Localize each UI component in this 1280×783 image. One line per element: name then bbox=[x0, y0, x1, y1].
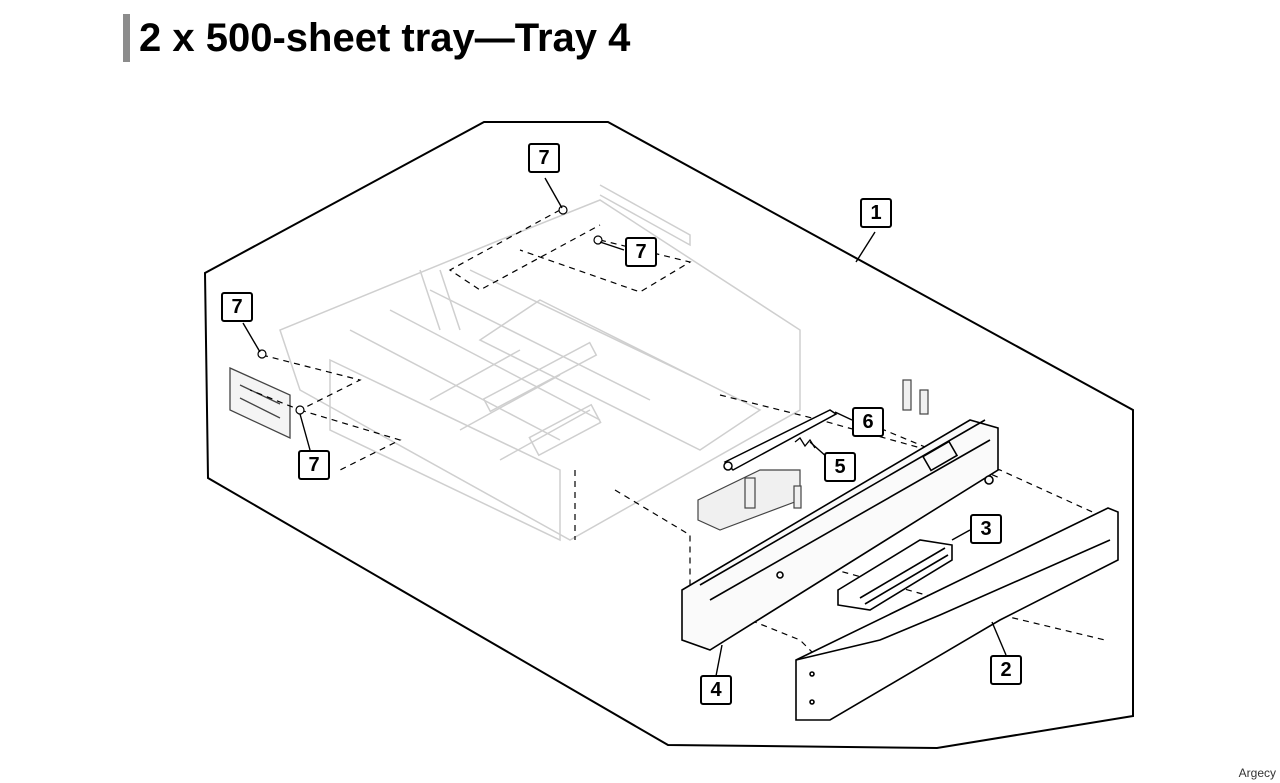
callout-7-left: 7 bbox=[221, 292, 253, 322]
front-cover-part bbox=[795, 507, 1119, 721]
callout-5: 5 bbox=[824, 452, 856, 482]
callout-2: 2 bbox=[990, 655, 1022, 685]
callout-7-bottom-left: 7 bbox=[298, 450, 330, 480]
handle-part bbox=[837, 539, 953, 611]
callout-4: 4 bbox=[700, 675, 732, 705]
callout-7-upper-right: 7 bbox=[625, 237, 657, 267]
page-title: 2 x 500-sheet tray—Tray 4 bbox=[139, 16, 631, 60]
callout-7-top: 7 bbox=[528, 143, 560, 173]
callout-6: 6 bbox=[852, 407, 884, 437]
assembly-boundary bbox=[203, 121, 1134, 750]
tray-body-ghost bbox=[279, 184, 801, 542]
watermark-text: Argecy bbox=[1238, 766, 1276, 780]
callout-3: 3 bbox=[970, 514, 1002, 544]
title-accent-bar bbox=[123, 14, 130, 62]
front-frame-part bbox=[681, 419, 999, 651]
callout-1: 1 bbox=[860, 198, 892, 228]
left-rail-bracket bbox=[229, 366, 291, 440]
callout-leaders bbox=[242, 177, 1007, 677]
guide-parts bbox=[697, 379, 929, 531]
lever-part bbox=[723, 409, 838, 471]
screw-icons bbox=[257, 205, 603, 415]
